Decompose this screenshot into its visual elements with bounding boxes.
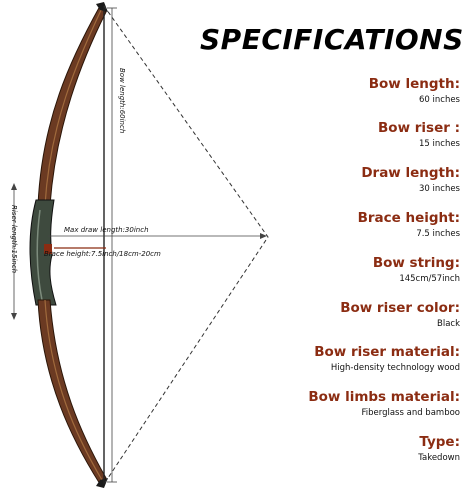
spec-item: Bow limbs material: Fiberglass and bambo…	[220, 389, 460, 419]
upper-tip	[96, 2, 108, 12]
spec-item: Type: Takedown	[220, 434, 460, 464]
spec-label: Draw length:	[361, 165, 460, 181]
spec-value: 7.5 inches	[416, 229, 460, 239]
spec-label: Bow riser :	[378, 120, 460, 136]
arrow-rest-icon	[44, 244, 52, 254]
spec-value: 15 inches	[419, 139, 460, 149]
spec-value: Black	[437, 319, 460, 329]
spec-value: 60 inches	[419, 95, 460, 105]
page-title: SPECIFICATIONS	[200, 23, 464, 56]
bow-illustration	[11, 2, 269, 488]
draw-length-dimension-label: Max draw length:30inch	[64, 226, 149, 234]
spec-value: 30 inches	[419, 184, 460, 194]
spec-item: Bow riser : 15 inches	[220, 120, 460, 150]
spec-label: Bow string:	[372, 255, 460, 271]
spec-value: High-density technology wood	[330, 363, 460, 373]
spec-item: Bow length: 60 inches	[220, 76, 460, 106]
lower-tip	[96, 478, 108, 488]
spec-label: Bow limbs material:	[308, 389, 460, 405]
drawn-string	[103, 5, 269, 485]
riser	[29, 199, 57, 306]
riser-length-dimension-label: Riser length:15inch	[10, 205, 18, 274]
spec-item: Bow riser material: High-density technol…	[220, 344, 460, 374]
spec-value: Fiberglass and bamboo	[361, 408, 460, 418]
spec-label: Bow riser material:	[314, 344, 460, 360]
spec-item: Bow string: 145cm/57inch	[220, 255, 460, 285]
spec-value: 145cm/57inch	[399, 274, 460, 284]
spec-item: Bow riser color: Black	[220, 300, 460, 330]
spec-label: Type:	[419, 434, 460, 450]
bow-length-dimension-label: Bow length:60inch	[118, 68, 126, 134]
spec-item: Draw length: 30 inches	[220, 165, 460, 195]
spec-label: Bow riser color:	[340, 300, 460, 316]
spec-label: Brace height:	[357, 210, 460, 226]
spec-item: Brace height: 7.5 inches	[220, 210, 460, 240]
brace-height-dimension-label: Brace height:7.5inch/18cm-20cm	[44, 250, 161, 258]
spec-label: Bow length:	[368, 76, 460, 92]
spec-value: Takedown	[418, 453, 460, 463]
